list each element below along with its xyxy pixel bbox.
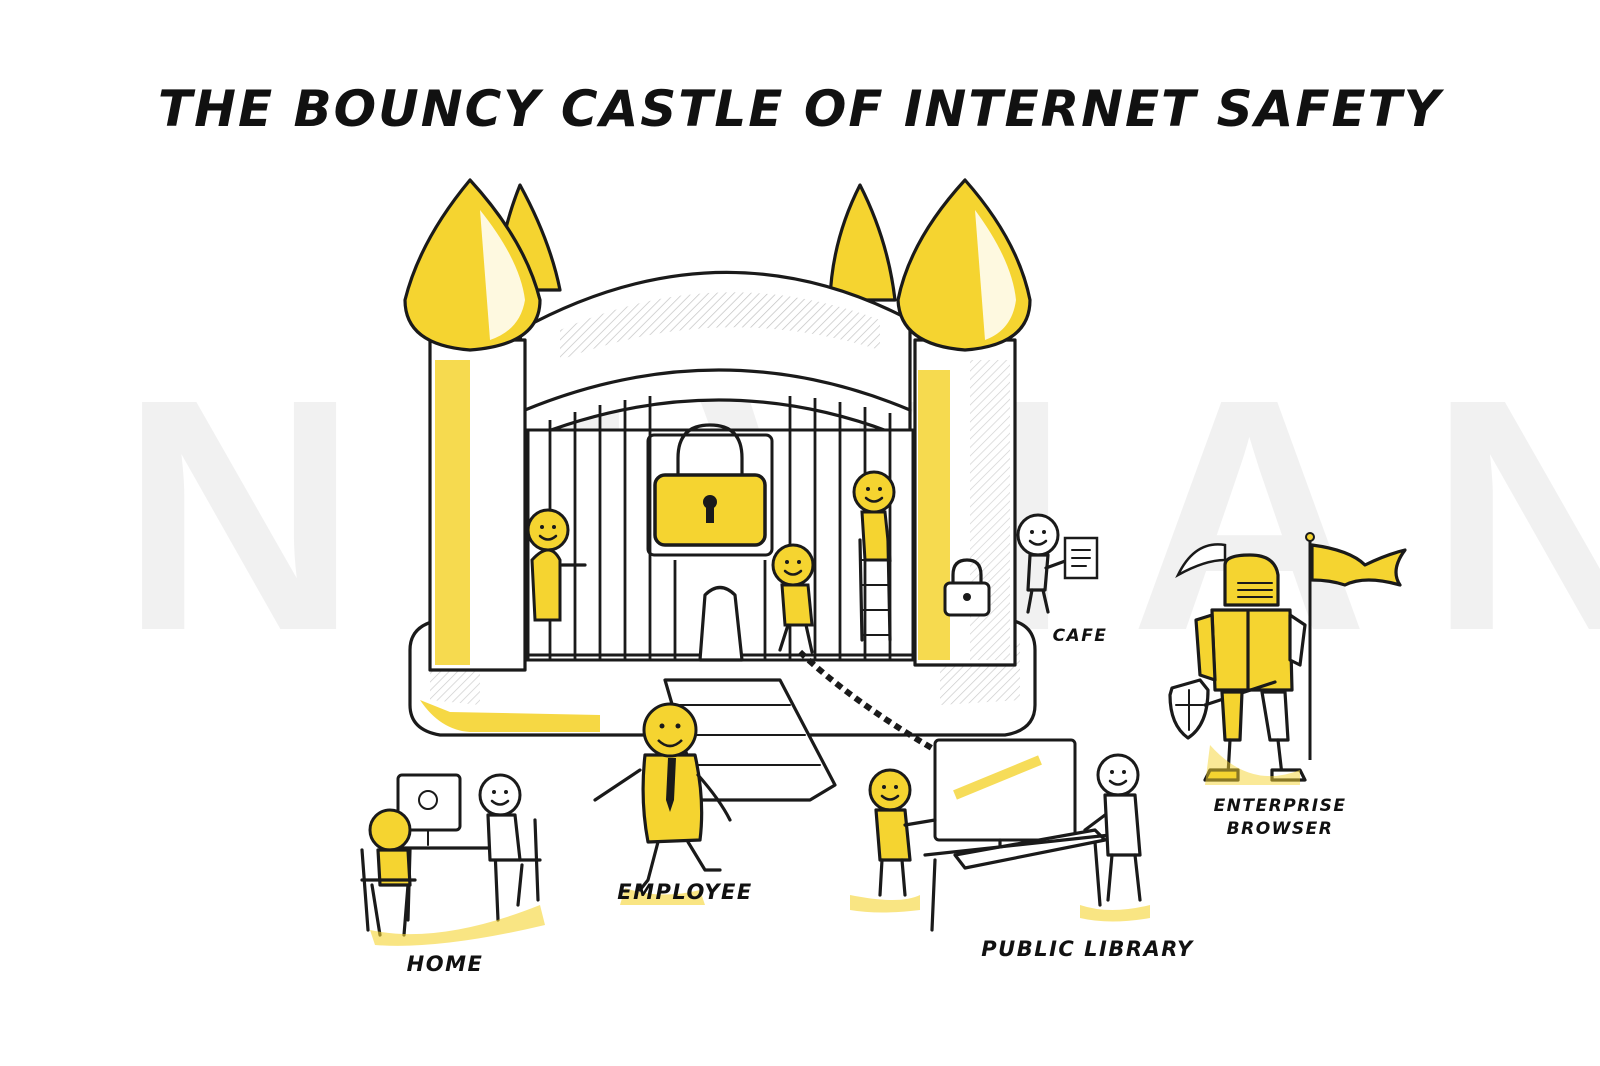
label-home: HOME (406, 952, 484, 976)
padlock-icon (646, 423, 774, 557)
page-title: THE BOUNCY CASTLE OF INTERNET SAFETY (158, 80, 1442, 138)
castle-person-left (526, 508, 587, 622)
label-employee: EMPLOYEE (617, 880, 753, 904)
library-person-white (1083, 753, 1142, 902)
flag-icon (1310, 543, 1407, 587)
cage-bars (548, 396, 892, 660)
employee-figure (593, 702, 732, 905)
cafe-person (1016, 513, 1099, 614)
label-enterprise-browser: ENTERPRISE BROWSER (1190, 795, 1370, 841)
label-enterprise-browser-line2: BROWSER (1226, 818, 1334, 839)
back-tower-right (828, 183, 897, 302)
label-enterprise-browser-line1: ENTERPRISE (1213, 796, 1347, 816)
library-scene (850, 738, 1150, 932)
chair-icon-2 (516, 818, 542, 907)
home-scene (360, 773, 545, 946)
small-padlock-icon (943, 558, 991, 617)
bouncy-castle (403, 178, 1037, 802)
chain (797, 649, 937, 753)
knight-figure (1168, 532, 1407, 785)
castle-slide (698, 585, 744, 662)
label-public-library: PUBLIC LIBRARY (981, 937, 1194, 961)
castle-person-climbing (852, 470, 896, 642)
castle-person-center (771, 543, 815, 654)
label-cafe: CAFE (1052, 626, 1108, 646)
home-person-yellow (368, 808, 412, 887)
chair-icon (360, 848, 417, 937)
library-person-yellow (868, 768, 937, 897)
front-tower-left (403, 178, 542, 672)
